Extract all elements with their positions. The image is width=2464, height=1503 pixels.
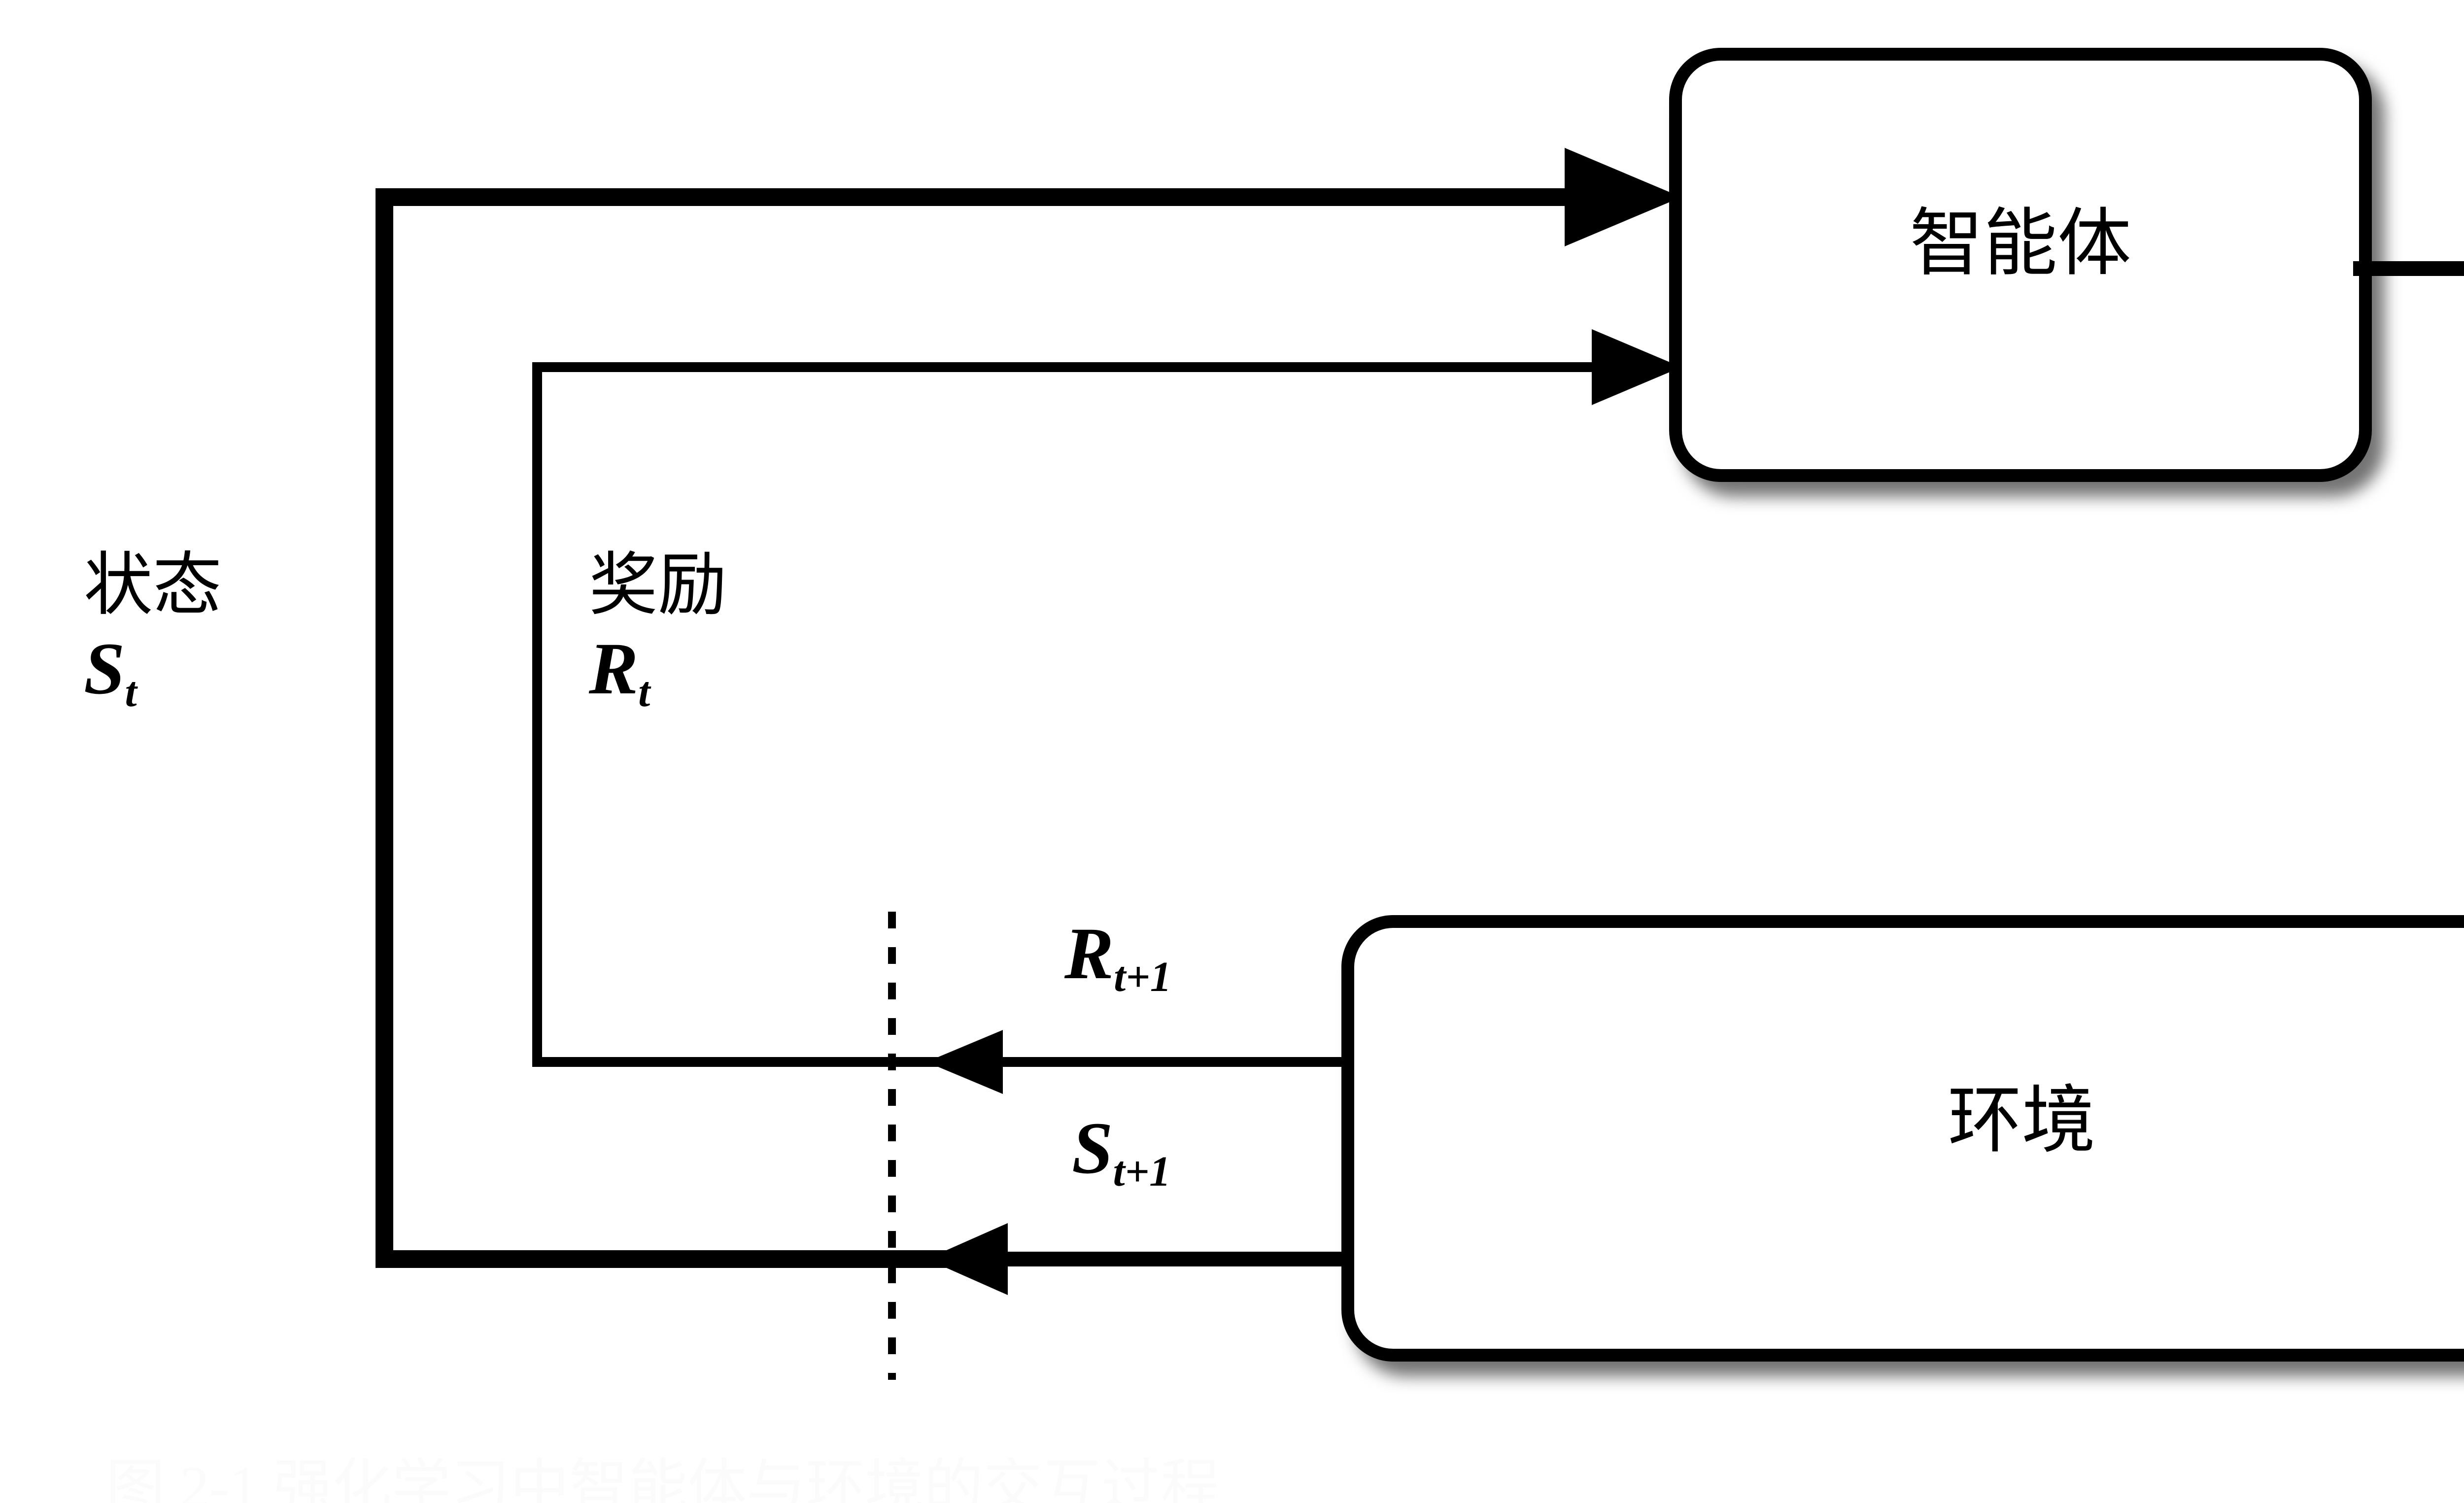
state-next-arrowhead-icon xyxy=(926,1223,1008,1295)
reward-feedback-line xyxy=(532,362,1607,1067)
environment-box-label: 环境 xyxy=(1948,1080,2096,1162)
reward-arrowhead-icon xyxy=(1592,329,1681,405)
reward-label-symbol: Rt xyxy=(589,627,650,716)
reward-next-arrowhead-icon xyxy=(926,1030,1003,1094)
environment-node[interactable] xyxy=(1341,915,2464,1362)
figure-caption: 图 2-1 强化学习中智能体与环境的交互过程 xyxy=(106,1458,1220,1503)
reward-feedback-edge[interactable] xyxy=(532,329,1681,1067)
state-label: 状态 St xyxy=(84,547,222,716)
reward-next-label: Rt+1 xyxy=(1064,913,1172,1001)
state-feedback-line xyxy=(376,188,1586,1268)
agent-box-label: 智能体 xyxy=(1909,203,2131,285)
environment-box-shape xyxy=(1341,915,2464,1362)
state-next-label: St+1 xyxy=(1072,1107,1171,1196)
reward-next-edge[interactable] xyxy=(926,1030,1348,1094)
reward-label: 奖励 Rt xyxy=(589,547,727,716)
reward-label-cn: 奖励 xyxy=(589,547,727,624)
state-label-cn: 状态 xyxy=(84,547,222,624)
state-next-edge[interactable] xyxy=(926,1223,1348,1295)
state-label-symbol: St xyxy=(84,627,137,716)
state-arrowhead-icon xyxy=(1565,148,1681,246)
state-feedback-edge[interactable] xyxy=(376,148,1681,1268)
